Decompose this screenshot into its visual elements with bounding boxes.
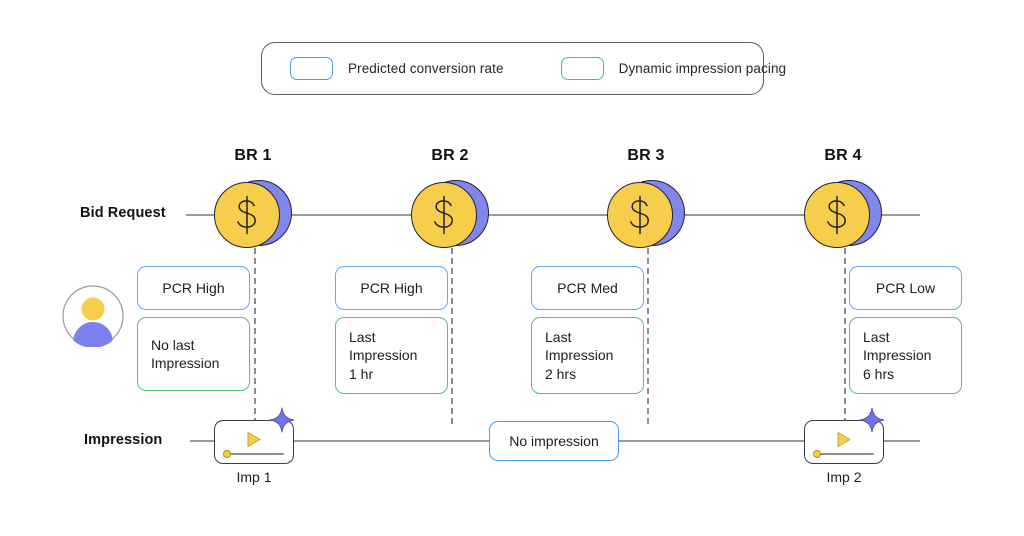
legend-item-pacing: Dynamic impression pacing [560,43,787,94]
bid-request-node-4[interactable]: BR 4 [800,147,886,250]
user-avatar [62,285,124,348]
progress-bar[interactable] [814,453,874,455]
bid-request-node-2[interactable]: BR 2 [407,147,493,250]
impression-caption-2: Imp 2 [826,469,862,485]
legend-item-pcr: Predicted conversion rate [290,43,504,94]
dollar-coin-icon [607,180,685,250]
bid-request-node-3[interactable]: BR 3 [603,147,689,250]
dashed-connector-4 [844,248,846,424]
dashed-connector-3 [647,248,649,424]
row-label-impression: Impression [84,432,163,448]
dollar-coin-icon [804,180,882,250]
bid-request-title-2: BR 2 [431,147,469,164]
progress-handle[interactable] [223,450,231,458]
impression-node-2[interactable]: Imp 2 [804,407,885,485]
legend-swatch-blue-icon [290,57,333,80]
legend-label-pcr: Predicted conversion rate [348,61,504,76]
dashed-connector-1 [254,248,256,424]
bid-request-title-3: BR 3 [627,147,665,164]
bid-request-node-1[interactable]: BR 1 [210,147,296,250]
dollar-coin-icon [214,180,292,250]
sparkle-icon [858,406,886,439]
progress-bar[interactable] [224,453,284,455]
legend-label-pacing: Dynamic impression pacing [618,61,787,76]
pcr-card-4[interactable]: PCR Low [849,266,962,310]
play-icon[interactable] [246,431,262,453]
legend: Predicted conversion rate Dynamic impres… [261,42,786,95]
progress-handle[interactable] [813,450,821,458]
dollar-coin-icon [411,180,489,250]
sparkle-icon [268,406,296,439]
bid-request-title-4: BR 4 [824,147,862,164]
play-icon[interactable] [836,431,852,453]
dashed-connector-2 [451,248,453,424]
no-impression-card[interactable]: No impression [489,421,619,461]
bid-request-title-1: BR 1 [234,147,272,164]
impression-node-1[interactable]: Imp 1 [214,407,295,485]
pcr-card-3[interactable]: PCR Med [531,266,644,310]
impression-caption-1: Imp 1 [236,469,272,485]
pcr-card-2[interactable]: PCR High [335,266,448,310]
row-label-bid-request: Bid Request [80,205,166,221]
legend-swatch-green-icon [560,57,604,80]
pcr-card-1[interactable]: PCR High [137,266,250,310]
